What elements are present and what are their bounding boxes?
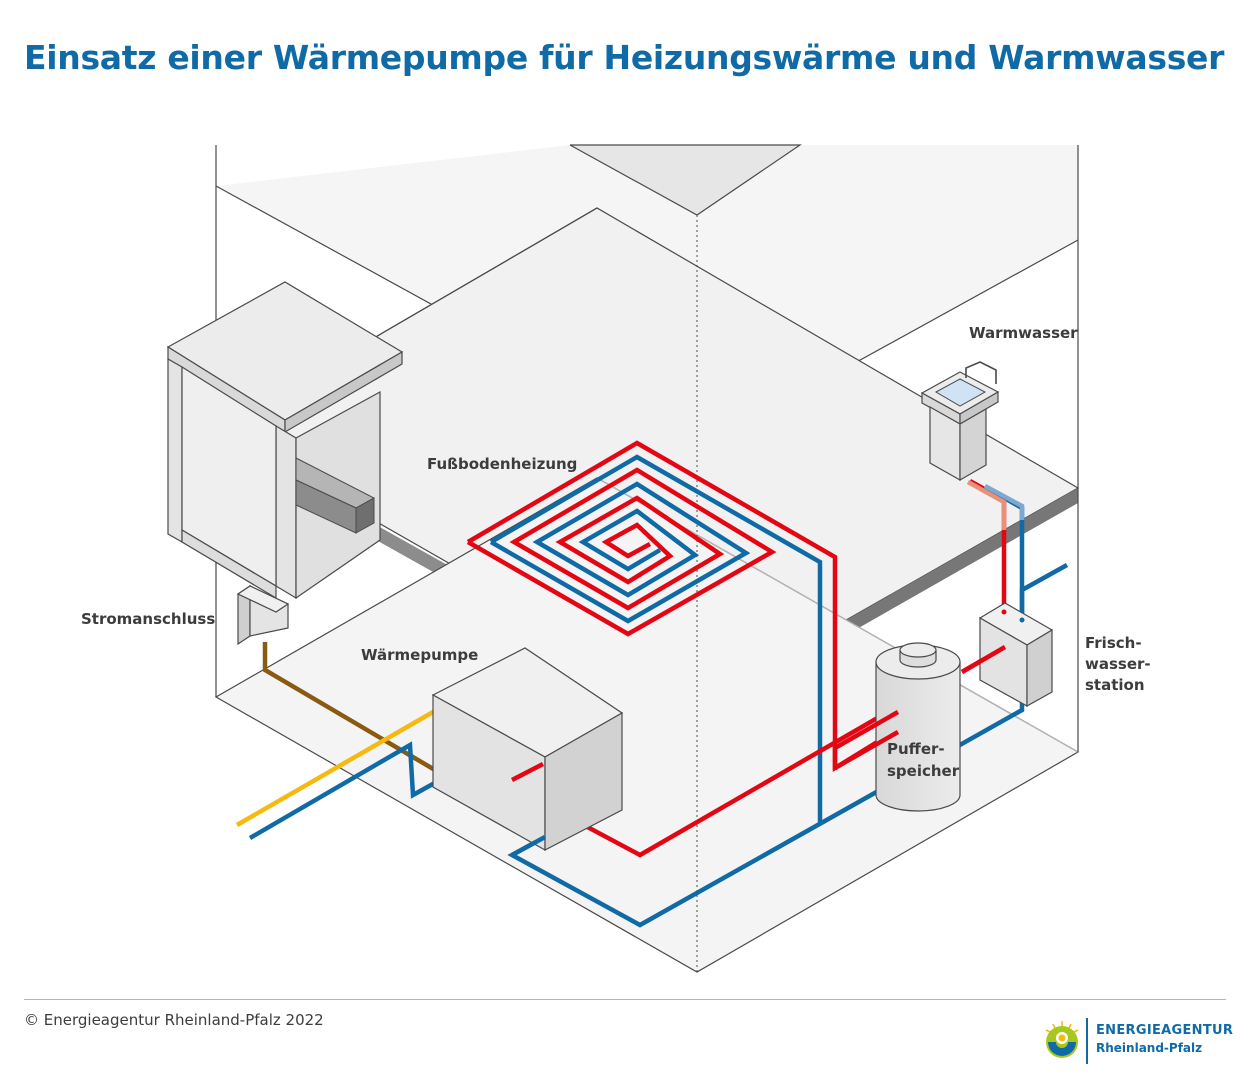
station-pipe-joint-red bbox=[1001, 609, 1007, 615]
label-warm-water: Warmwasser bbox=[969, 324, 1078, 342]
station-fresh-pipe bbox=[960, 645, 1007, 674]
power-connection-box bbox=[236, 584, 290, 646]
logo-subname: Rheinland-Pfalz bbox=[1096, 1041, 1203, 1055]
energieagentur-logo: ENERGIEAGENTUR Rheinland-Pfalz bbox=[1040, 1010, 1234, 1070]
label-buffer-tank-2: speicher bbox=[887, 762, 960, 780]
label-underfloor-heating: Fußbodenheizung bbox=[427, 455, 577, 473]
buffer-tank bbox=[875, 642, 961, 812]
underfloor-heating-spiral bbox=[466, 440, 838, 822]
logo-divider bbox=[1086, 1018, 1088, 1064]
label-fresh-water-station-1: Frisch- bbox=[1085, 634, 1142, 652]
warm-water-riser-upper bbox=[966, 480, 1007, 530]
heatpump-return-stub bbox=[510, 835, 547, 857]
footer-divider bbox=[24, 999, 1226, 1000]
fresh-water-cold-line bbox=[1019, 563, 1069, 605]
logo-name: ENERGIEAGENTUR bbox=[1096, 1023, 1234, 1038]
heat-pump-unit bbox=[431, 647, 624, 852]
label-heat-pump: Wärmepumpe bbox=[361, 646, 478, 664]
label-fresh-water-station-3: station bbox=[1085, 676, 1145, 694]
fresh-water-station bbox=[978, 602, 1054, 708]
cold-water-riser-upper bbox=[983, 484, 1025, 520]
label-buffer-tank-1: Puffer- bbox=[887, 740, 945, 758]
label-fresh-water-station-2: wasser- bbox=[1085, 655, 1151, 673]
electric-line bbox=[262, 642, 437, 772]
energieagentur-logo-icon bbox=[1045, 1021, 1079, 1058]
heat-source-line bbox=[235, 706, 442, 827]
page-title: Einsatz einer Wärmepumpe für Heizungswär… bbox=[24, 38, 1225, 77]
station-pipe-joint-blue bbox=[1019, 617, 1025, 623]
tank-pipes bbox=[833, 710, 900, 770]
upper-skylight bbox=[569, 144, 802, 216]
label-power-connection: Stromanschluss bbox=[81, 610, 215, 628]
heatpump-supply-stub bbox=[510, 762, 545, 782]
copyright-text: © Energieagentur Rheinland-Pfalz 2022 bbox=[24, 1011, 324, 1029]
warm-water-sink bbox=[920, 361, 1000, 482]
heat-source-return-line bbox=[248, 741, 442, 840]
window-frame bbox=[166, 281, 404, 600]
